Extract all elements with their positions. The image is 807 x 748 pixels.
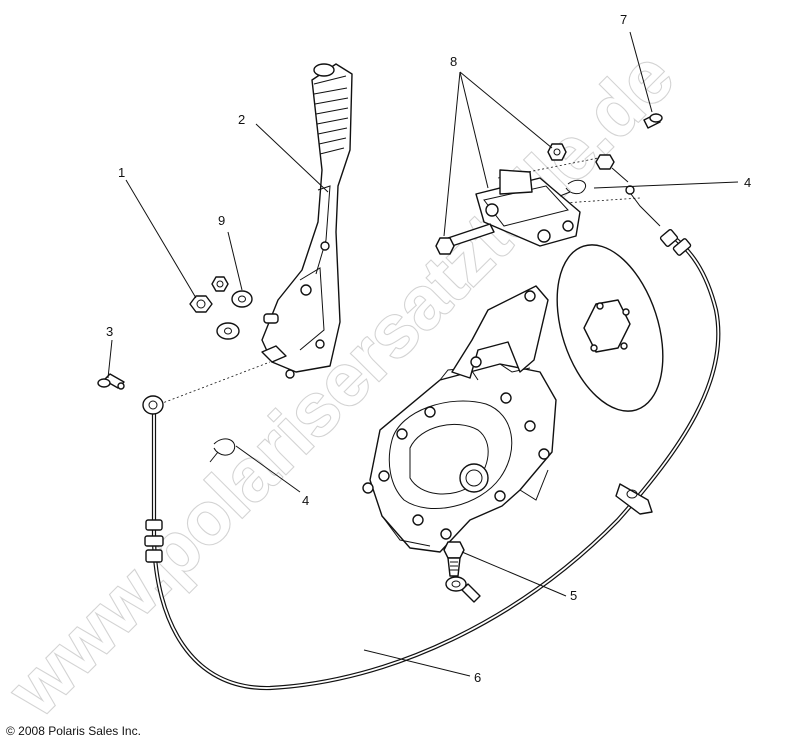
brake-rotor	[556, 244, 664, 412]
callout-1: 1	[118, 165, 125, 180]
brake-caliper	[435, 143, 581, 255]
callout-8: 8	[450, 54, 457, 69]
caliper-bracket	[451, 285, 549, 379]
callout-4-lower: 4	[302, 493, 309, 508]
washer-upper	[231, 290, 253, 308]
small-nut	[211, 276, 229, 292]
washer-lower	[216, 322, 240, 340]
callout-7: 7	[620, 12, 627, 27]
lever-nut	[189, 295, 213, 313]
callout-6: 6	[474, 670, 481, 685]
brake-lever	[261, 63, 353, 379]
cable-clamp-upper	[615, 483, 653, 515]
leader-lines	[107, 31, 739, 677]
brake-cable	[142, 185, 721, 691]
hairpin-clip-upper	[559, 179, 586, 197]
caliper-clevis	[595, 154, 629, 183]
callout-3: 3	[106, 324, 113, 339]
callout-2: 2	[238, 112, 245, 127]
hairpin-clip-lower	[209, 438, 236, 463]
mounting-bolt	[443, 541, 465, 577]
copyright-notice: © 2008 Polaris Sales Inc.	[6, 724, 141, 738]
gearcase	[362, 363, 557, 553]
callout-9: 9	[218, 213, 225, 228]
callout-4-upper: 4	[744, 175, 751, 190]
cable-clamp-lower	[445, 576, 481, 603]
alignment-line-2	[497, 157, 599, 179]
alignment-line-1	[159, 361, 271, 405]
cable-pin	[643, 113, 663, 129]
clevis-pin	[97, 373, 125, 390]
callout-5: 5	[570, 588, 577, 603]
